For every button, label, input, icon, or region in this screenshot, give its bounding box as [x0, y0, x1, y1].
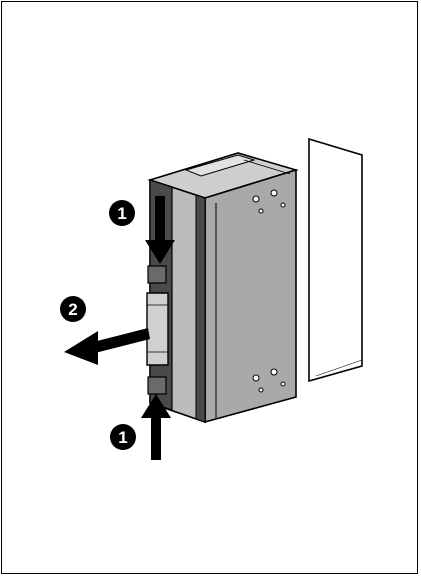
step-number-top: 1: [117, 204, 126, 223]
storage-module: [146, 152, 299, 424]
step-number-middle: 2: [68, 300, 77, 319]
arrow-down-icon: [145, 196, 175, 264]
arrow-up-icon: [141, 394, 171, 460]
step-number-bottom: 1: [118, 428, 127, 447]
step-badge-top: 1: [109, 200, 135, 226]
chassis-panel: [308, 137, 363, 383]
arrow-left-icon: [64, 328, 150, 365]
step-badge-middle: 2: [60, 296, 86, 322]
step-badge-bottom: 1: [110, 424, 136, 450]
